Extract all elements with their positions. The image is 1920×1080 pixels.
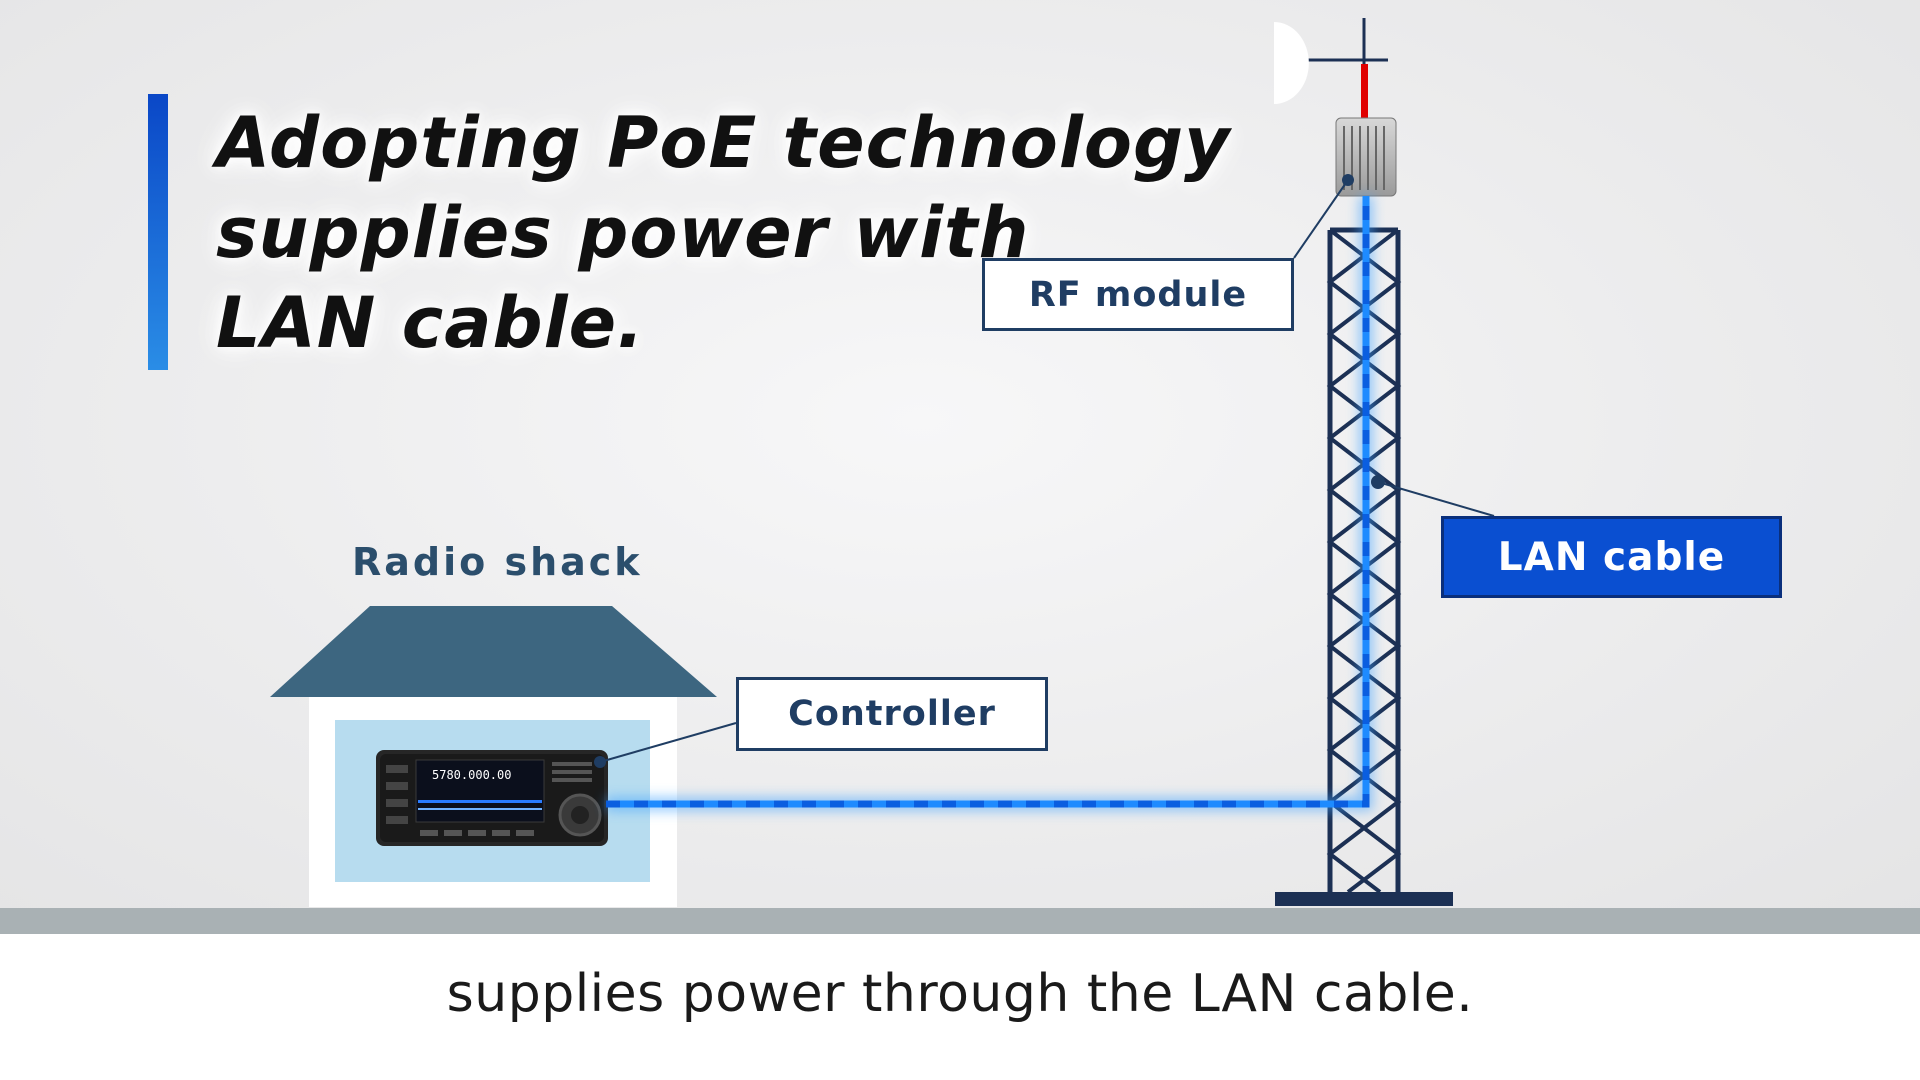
lan-cable-leader: [1377, 481, 1495, 517]
transceiver-controller: [376, 750, 608, 846]
radio-shack-label: Radio shack: [352, 540, 643, 584]
headline-line-2: supplies power with: [216, 192, 1030, 274]
antenna-element: [1274, 18, 1388, 122]
rf-module-label: RF module: [982, 258, 1294, 331]
house-roof: [270, 606, 717, 697]
headline-line-3: LAN cable.: [216, 282, 645, 364]
poe-diagram: [270, 18, 1495, 907]
antenna-tower: [1275, 227, 1453, 906]
controller-label: Controller: [736, 677, 1048, 751]
subtitle-caption: supplies power through the LAN cable.: [446, 964, 1474, 1024]
lan-cable-path: [606, 196, 1373, 811]
rf-module-leader: [1293, 179, 1349, 259]
subtitle-bar: [0, 934, 1920, 1080]
controller-leader: [599, 722, 737, 763]
headline-accent-bar: [148, 94, 168, 370]
lan-cable-label: LAN cable: [1441, 516, 1782, 598]
radio-frequency-display: 5780.000.00: [432, 768, 512, 782]
headline-line-1: Adopting PoE technology: [216, 102, 1231, 184]
ground-strip: [0, 908, 1920, 934]
